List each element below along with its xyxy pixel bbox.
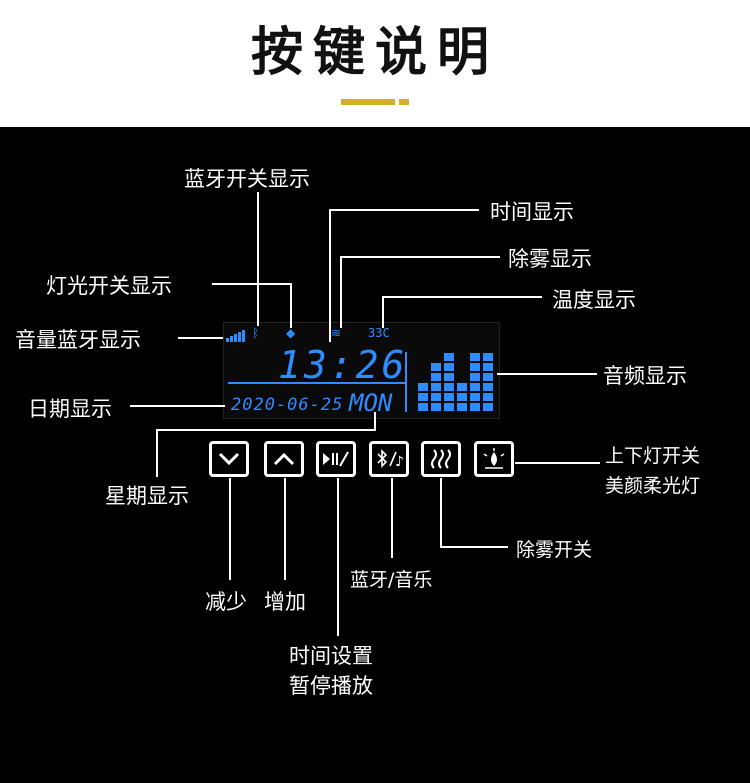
- signal-icon: [226, 330, 245, 342]
- label-light-switch: 灯光开关显示: [46, 274, 172, 298]
- down-button[interactable]: [209, 441, 249, 477]
- page-title: 按键说明: [250, 23, 499, 83]
- label-date-display: 日期显示: [28, 397, 112, 421]
- callout-line: [212, 283, 292, 285]
- label-defog-display: 除雾显示: [508, 247, 592, 271]
- label-beauty-light: 美颜柔光灯: [605, 475, 701, 497]
- svg-text:♪: ♪: [395, 454, 404, 470]
- callout-line: [440, 478, 442, 548]
- header: 按键说明: [0, 0, 750, 127]
- callout-line: [391, 478, 393, 558]
- lcd-date: 2020-06-25: [231, 395, 344, 415]
- callout-line: [229, 478, 231, 580]
- label-audio-display: 音频显示: [603, 364, 687, 388]
- label-time-display: 时间显示: [490, 200, 574, 224]
- light-icon: [483, 448, 505, 469]
- callout-line: [515, 462, 600, 464]
- label-bluetooth-switch: 蓝牙开关显示: [184, 167, 310, 191]
- defog-icon: ≋: [331, 326, 342, 340]
- callout-line: [329, 209, 479, 211]
- bluetooth-music-button[interactable]: ♪: [369, 441, 409, 477]
- label-decrease: 减少: [205, 590, 247, 614]
- lcd-time: 13:26: [278, 343, 408, 387]
- callout-line: [130, 405, 225, 407]
- chevron-up-icon: [273, 452, 295, 466]
- callout-line: [329, 209, 331, 342]
- lcd-temperature: 33C: [368, 326, 390, 340]
- play-pause-icon: [323, 451, 349, 467]
- callout-line: [382, 296, 542, 298]
- label-bt-music: 蓝牙/音乐: [350, 569, 433, 591]
- label-defog-switch: 除雾开关: [516, 539, 593, 561]
- label-week-display: 星期显示: [105, 484, 189, 508]
- callout-line: [284, 478, 286, 580]
- label-volume-bt: 音量蓝牙显示: [15, 328, 141, 352]
- defog-button[interactable]: [421, 441, 461, 477]
- label-time-setting: 时间设置: [289, 644, 373, 668]
- accent-bar: [341, 99, 395, 105]
- lcd-weekday: MON: [349, 389, 393, 417]
- callout-line: [257, 192, 259, 326]
- callout-line: [440, 546, 508, 548]
- callout-line: [374, 412, 376, 431]
- bluetooth-icon: ᛒ: [252, 326, 260, 340]
- play-pause-time-button[interactable]: [316, 441, 356, 477]
- callout-line: [337, 478, 339, 636]
- callout-line: [340, 256, 500, 258]
- lcd-divider: [228, 382, 405, 384]
- callout-line: [290, 283, 292, 328]
- equalizer-icon: [418, 353, 493, 411]
- bluetooth-music-icon: ♪: [377, 449, 404, 470]
- light-button[interactable]: [474, 441, 514, 477]
- chevron-down-icon: [218, 452, 240, 466]
- callout-line: [340, 256, 342, 328]
- accent-dot: [399, 99, 409, 105]
- label-temp-display: 温度显示: [552, 288, 636, 312]
- lcd-vertical-divider: [405, 352, 407, 412]
- callout-line: [497, 373, 597, 375]
- label-pause-play: 暂停播放: [289, 674, 373, 698]
- label-top-bottom-light: 上下灯开关: [605, 445, 701, 467]
- steam-icon: [431, 449, 451, 469]
- light-icon: ◆: [286, 326, 296, 340]
- label-increase: 增加: [264, 590, 306, 614]
- up-button[interactable]: [264, 441, 304, 477]
- callout-line: [156, 429, 158, 477]
- callout-line: [382, 296, 384, 328]
- callout-line: [178, 337, 223, 339]
- callout-line: [156, 429, 376, 431]
